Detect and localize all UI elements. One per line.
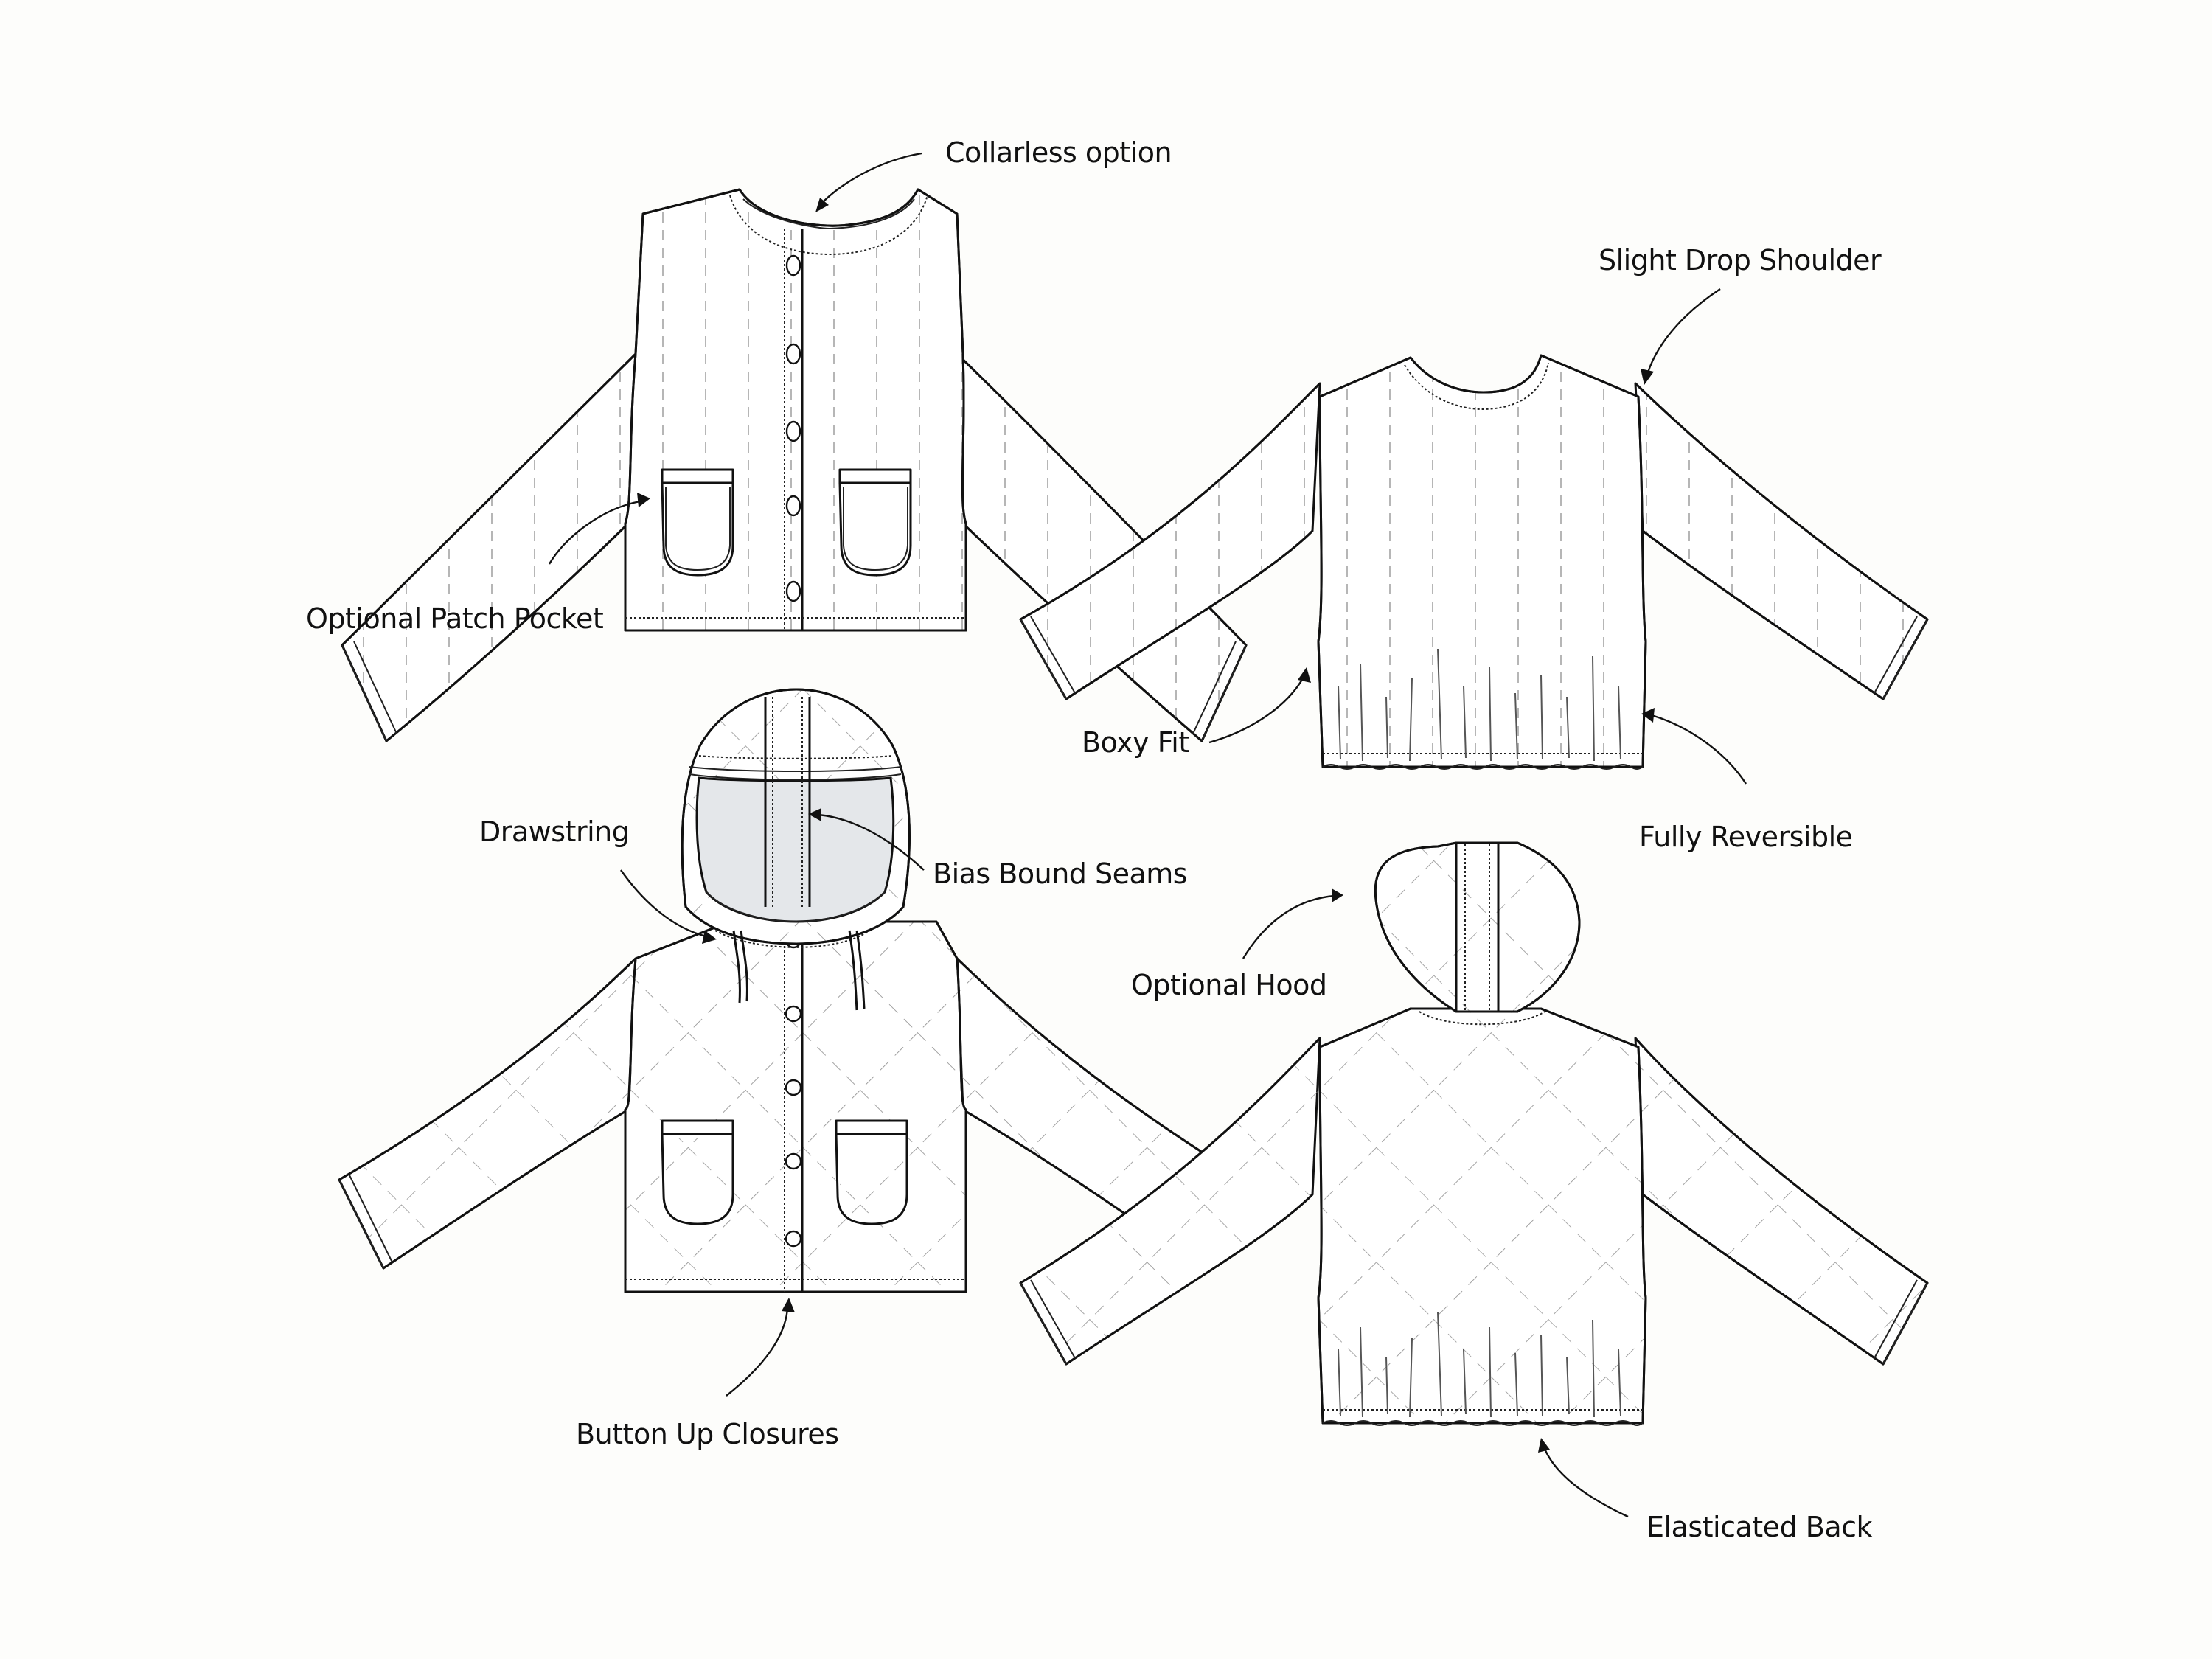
callout-optional-patch-pocket: Optional Patch Pocket: [306, 602, 604, 635]
callout-slight-drop-shoulder: Slight Drop Shoulder: [1599, 244, 1882, 276]
callout-fully-reversible: Fully Reversible: [1639, 821, 1853, 853]
hood-front: [681, 688, 911, 945]
front-collarless-view: [341, 188, 1248, 742]
callout-arrows: [548, 152, 1747, 1518]
patch-pocket-left: [661, 468, 734, 577]
callout-optional-hood: Optional Hood: [1131, 969, 1327, 1001]
callout-collarless-option: Collarless option: [945, 136, 1172, 169]
callout-button-up-closures: Button Up Closures: [576, 1418, 839, 1450]
callout-drawstring: Drawstring: [479, 815, 630, 848]
callout-boxy-fit: Boxy Fit: [1082, 726, 1189, 759]
callout-elasticated-back: Elasticated Back: [1646, 1511, 1873, 1543]
back-collarless-view: [1019, 354, 1929, 770]
back-hooded-view: [1019, 841, 1929, 1426]
patch-pocket-right: [838, 468, 912, 577]
front-hooded-view: [338, 688, 1248, 1293]
callout-bias-bound-seams: Bias Bound Seams: [933, 858, 1188, 890]
